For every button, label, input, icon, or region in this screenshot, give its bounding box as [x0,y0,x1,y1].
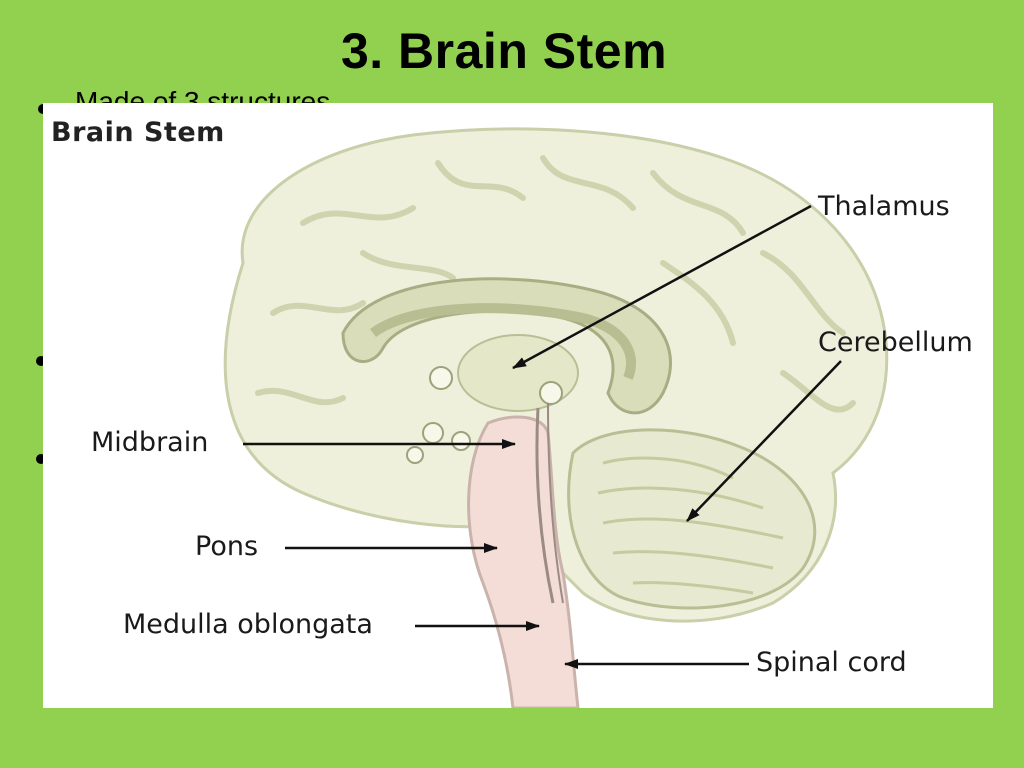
fourth-ventricle-edge [547,402,564,604]
cerebral-aqueduct [535,407,555,604]
thalamus-pointer [512,204,812,370]
brain-illustration [223,127,889,708]
pituitary-gland [422,422,444,444]
label-midbrain: Midbrain [91,427,209,458]
anterior-commissure [429,366,453,390]
cerebellum-pointer [686,360,842,522]
slide-title: 3. Brain Stem [340,23,668,79]
label-pons: Pons [195,531,259,562]
optic-chiasm [406,446,424,464]
figure-heading: Brain Stem [51,117,225,148]
brain-stem-figure: Brain Stem Thalamus Cerebellum Midbrain … [43,103,993,708]
bullet-dot [36,454,46,464]
label-medulla-oblongata: Medulla oblongata [123,609,373,640]
mammillary-body [451,431,471,451]
bullet-dot [36,356,46,366]
label-spinal-cord: Spinal cord [756,647,907,678]
cerebellum-folia [597,456,784,595]
label-thalamus: Thalamus [818,191,950,222]
label-cerebellum: Cerebellum [818,327,973,358]
pineal-gland [539,381,563,405]
gyri-folds [255,155,856,413]
lateral-ventricle [370,303,636,380]
